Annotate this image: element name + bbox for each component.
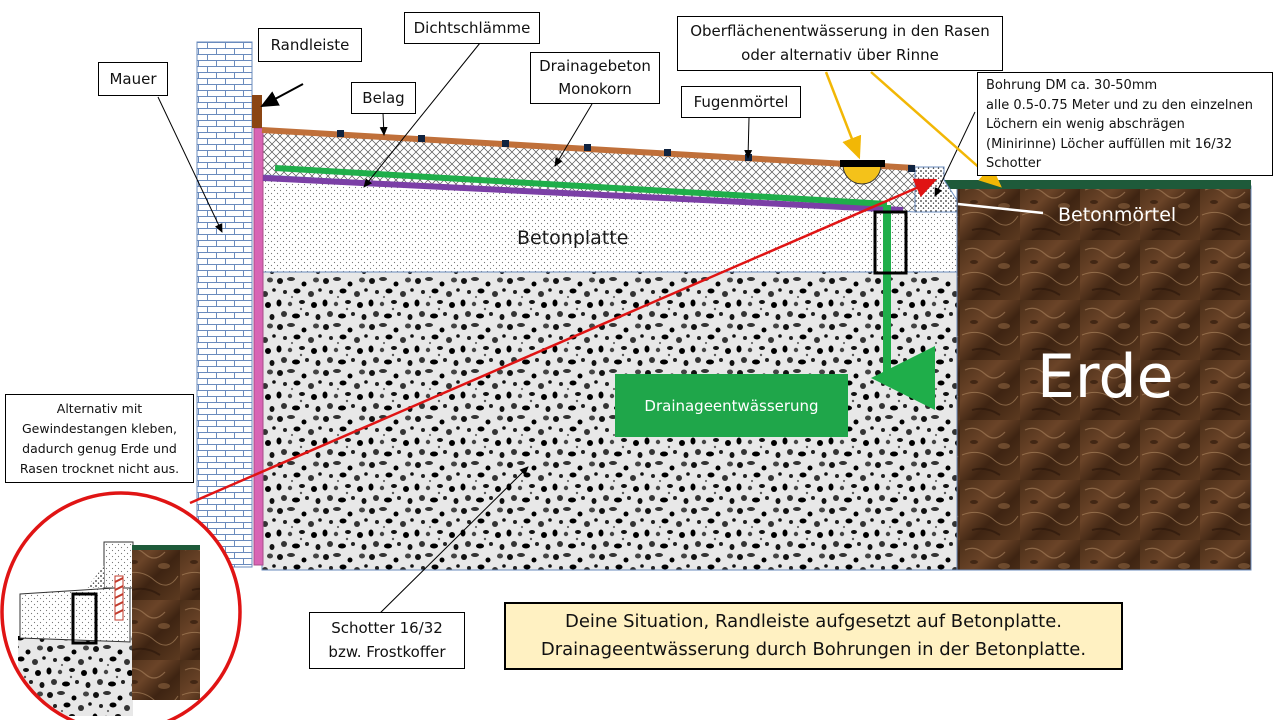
gravel-layer xyxy=(261,271,958,571)
label-oberflaechenentwaesserung: Oberflächenentwässerung in den Rasen ode… xyxy=(677,16,1003,71)
label-fugenmoertel: Fugenmörtel xyxy=(681,86,801,118)
label-belag: Belag xyxy=(351,82,416,114)
label-betonmoertel: Betonmörtel xyxy=(1058,204,1177,226)
edge-strip xyxy=(252,95,262,128)
label-randleiste: Randleiste xyxy=(258,28,362,62)
drainage-line xyxy=(274,165,888,207)
pink-edge-strip xyxy=(253,127,264,566)
label-schotter: Schotter 16/32 bzw. Frostkoffer xyxy=(309,612,465,669)
drill-hole xyxy=(873,210,908,275)
pointer-lines xyxy=(157,42,1044,622)
earth-block xyxy=(956,185,1252,571)
detail-magnifier xyxy=(0,491,242,720)
label-betonplatte: Betonplatte xyxy=(517,227,629,249)
label-mauer: Mauer xyxy=(98,62,168,96)
label-alternativ: Alternativ mit Gewindestangen kleben, da… xyxy=(5,394,194,483)
lawn-edge xyxy=(944,180,1251,189)
concrete-mortar xyxy=(914,166,958,213)
drainage-box: Drainageentwässerung xyxy=(615,374,848,437)
label-erde: Erde xyxy=(1037,342,1174,412)
label-dichtschlaemme: Dichtschlämme xyxy=(404,12,540,44)
situation-box: Deine Situation, Randleiste aufgesetzt a… xyxy=(504,602,1123,670)
label-bohrung: Bohrung DM ca. 30-50mm alle 0.5-0.75 Met… xyxy=(977,72,1273,176)
label-drainagebeton: Drainagebeton Monokorn xyxy=(530,52,660,104)
drain-pipe-icon xyxy=(840,160,885,185)
